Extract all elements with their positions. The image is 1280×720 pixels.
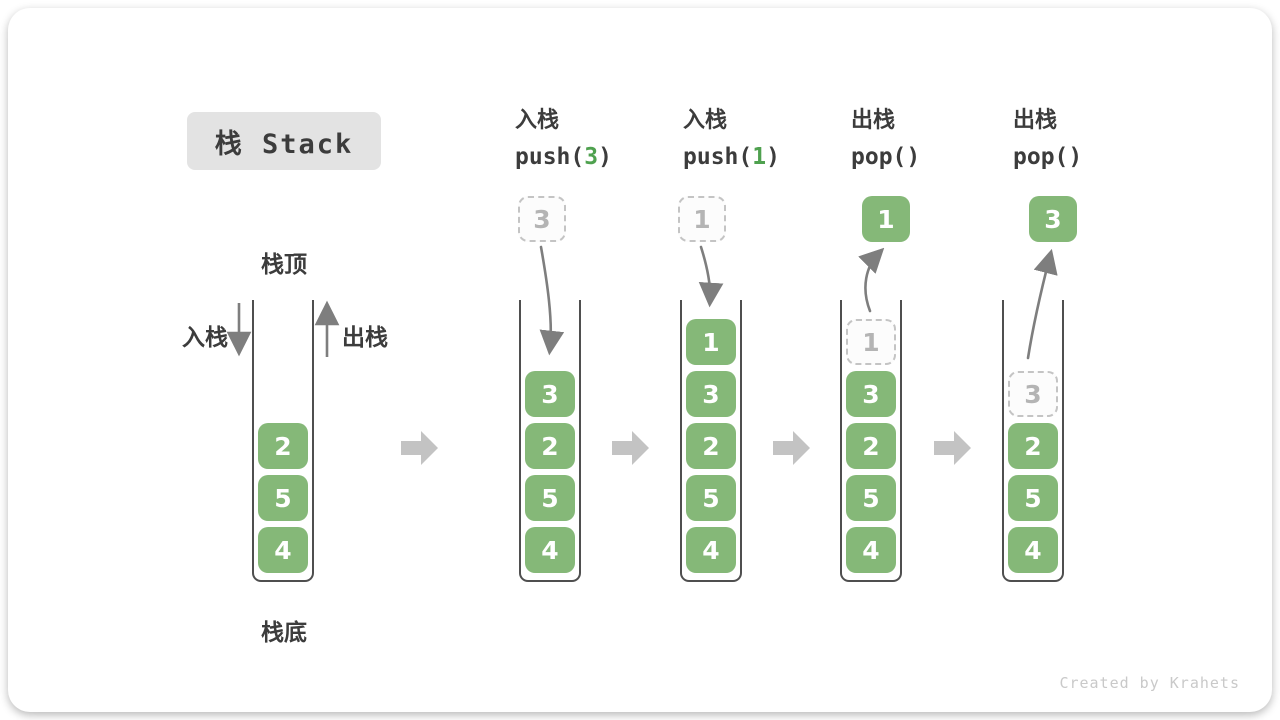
stack-item: 5 <box>258 475 308 521</box>
op-code-label: pop() <box>1013 144 1083 170</box>
op-cn-label: 出栈 <box>1013 108 1058 133</box>
stack-item: 2 <box>846 423 896 469</box>
pop-3-stack-container <box>1002 300 1064 582</box>
stack-item: 3 <box>525 371 575 417</box>
floating-item-ghost: 3 <box>518 196 566 242</box>
stack-item: 2 <box>525 423 575 469</box>
stack-item: 3 <box>846 371 896 417</box>
stack-item: 5 <box>525 475 575 521</box>
stack-top-label: 栈顶 <box>261 252 307 278</box>
stack-item: 4 <box>846 527 896 573</box>
op-cn-label: 入栈 <box>515 108 560 133</box>
watermark: Created by Krahets <box>1059 674 1240 692</box>
stack-item-ghost: 3 <box>1008 371 1058 417</box>
stack-item: 4 <box>686 527 736 573</box>
page-title: 栈 Stack <box>214 128 354 160</box>
after-push-1-stack-container <box>680 300 742 582</box>
stack-item: 4 <box>258 527 308 573</box>
op-header-push-3: 入栈 push(3) <box>515 102 685 176</box>
stack-item: 4 <box>1008 527 1058 573</box>
stack-item: 3 <box>686 371 736 417</box>
op-cn-label: 出栈 <box>851 108 896 133</box>
stack-item: 2 <box>1008 423 1058 469</box>
stack-item: 2 <box>258 423 308 469</box>
floating-item-ghost: 1 <box>678 196 726 242</box>
stack-item: 5 <box>1008 475 1058 521</box>
after-push-3-stack-container <box>519 300 581 582</box>
op-header-push-1: 入栈 push(1) <box>683 102 853 176</box>
op-cn-label: 入栈 <box>683 108 728 133</box>
stack-item: 5 <box>846 475 896 521</box>
op-code-label: push(3) <box>515 144 612 170</box>
push-side-label: 入栈 <box>182 325 228 351</box>
op-header-pop-1: 出栈 pop() <box>851 102 1021 176</box>
stack-item: 5 <box>686 475 736 521</box>
floating-item: 1 <box>862 196 910 242</box>
stack-item: 4 <box>525 527 575 573</box>
stack-item-ghost: 1 <box>846 319 896 365</box>
stack-bottom-label: 栈底 <box>261 620 307 646</box>
op-code-label: push(1) <box>683 144 780 170</box>
push-arg: 3 <box>584 144 599 170</box>
op-header-pop-2: 出栈 pop() <box>1013 102 1183 176</box>
title-box: 栈 Stack <box>187 112 381 170</box>
stack-item: 2 <box>686 423 736 469</box>
push-arg: 1 <box>752 144 767 170</box>
op-code-label: pop() <box>851 144 921 170</box>
floating-item: 3 <box>1029 196 1077 242</box>
initial-stack-container <box>252 300 314 582</box>
pop-side-label: 出栈 <box>342 325 388 351</box>
stack-item: 1 <box>686 319 736 365</box>
pop-1-stack-container <box>840 300 902 582</box>
